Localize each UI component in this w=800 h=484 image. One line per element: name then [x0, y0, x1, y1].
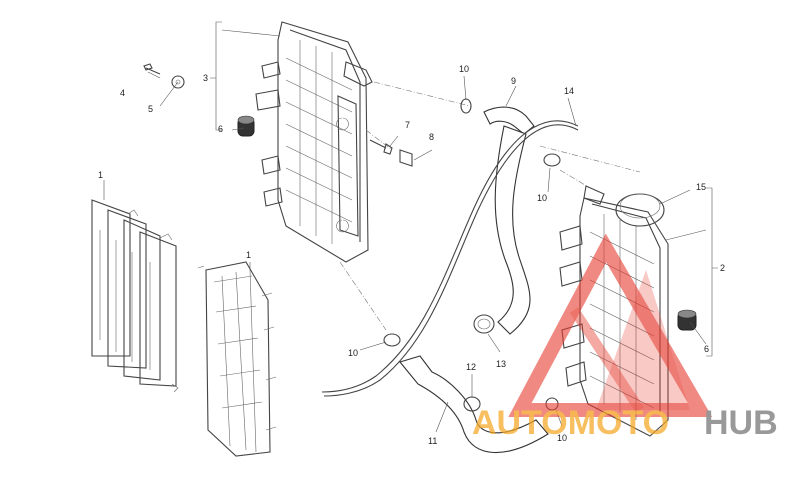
- label-7: 7: [405, 120, 410, 130]
- label-6b: 6: [704, 344, 709, 354]
- leader-lines: [103, 71, 707, 433]
- part-labels: 1 1 2 3 4 5 6 6 7 8 9 10 10 10 10 11 12 …: [98, 64, 725, 446]
- louver-panel-left: [91, 199, 179, 393]
- label-12: 12: [466, 362, 476, 372]
- label-8: 8: [429, 132, 434, 142]
- label-1a: 1: [98, 170, 103, 180]
- label-14: 14: [564, 86, 574, 96]
- label-10d: 10: [557, 433, 567, 443]
- bolt-and-washer: [143, 63, 185, 89]
- grommet-right: [677, 309, 697, 331]
- label-2: 2: [720, 263, 725, 273]
- watermark-text-orange: AUTOMOTO: [472, 404, 669, 442]
- hose-clamps: [383, 98, 561, 412]
- lower-hose: [399, 355, 549, 454]
- radiator-left: [255, 21, 373, 263]
- label-9: 9: [511, 76, 516, 86]
- bracket-2: [665, 187, 718, 357]
- label-10a: 10: [459, 64, 469, 74]
- upper-hose: [483, 106, 535, 335]
- label-6a: 6: [218, 124, 223, 134]
- watermark-logo: AUTOMOTO HUB: [472, 233, 778, 442]
- screw-and-clip: [369, 139, 413, 167]
- grille-frame: [197, 261, 277, 457]
- overflow-tube: [321, 120, 579, 397]
- label-4: 4: [120, 88, 125, 98]
- label-11: 11: [428, 436, 437, 446]
- label-1b: 1: [246, 250, 251, 260]
- grommet-left: [237, 115, 255, 137]
- label-10b: 10: [537, 193, 547, 203]
- watermark-text-gray: HUB: [704, 404, 778, 442]
- label-10c: 10: [348, 348, 358, 358]
- label-5: 5: [148, 104, 153, 114]
- label-13: 13: [496, 359, 506, 369]
- label-3: 3: [203, 73, 208, 83]
- label-15: 15: [696, 182, 706, 192]
- bracket-3: [210, 21, 281, 131]
- alignment-lines: [339, 81, 641, 331]
